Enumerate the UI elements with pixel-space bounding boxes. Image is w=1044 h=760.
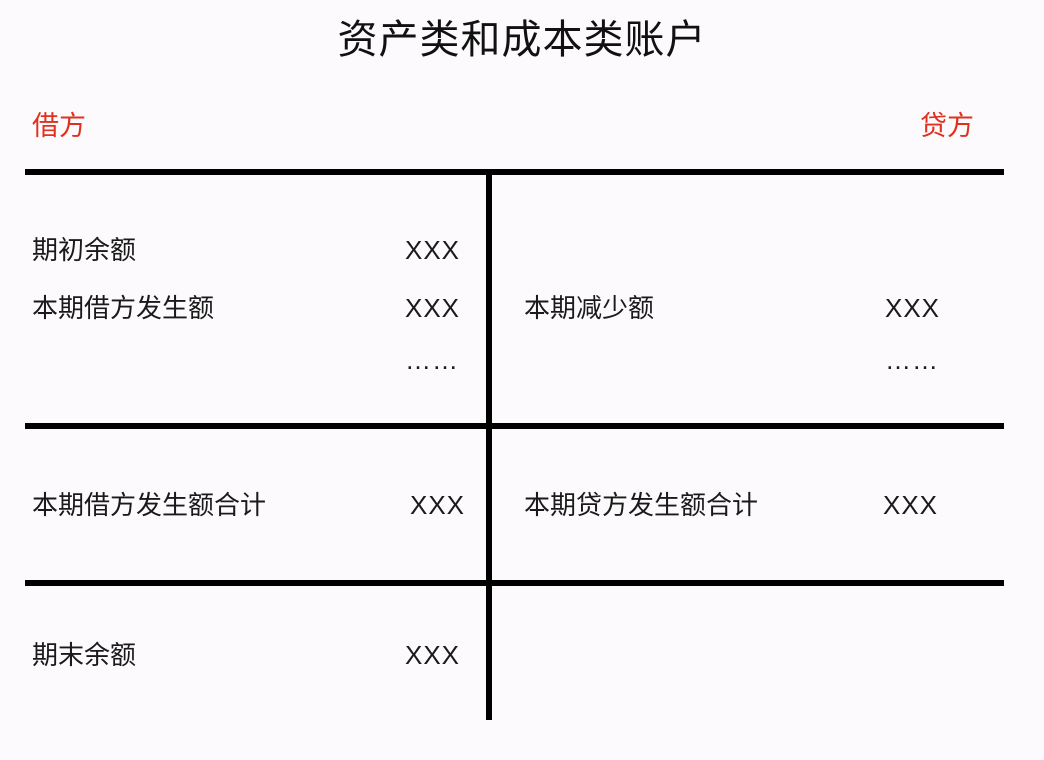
row-opening-balance-amount: XXX — [405, 235, 461, 265]
table-rule-vertical-divider — [486, 169, 492, 720]
column-header-debit: 借方 — [32, 111, 86, 141]
row-credit-decrease-label: 本期减少额 — [524, 293, 655, 323]
row-debit-total-label: 本期借方发生额合计 — [32, 490, 267, 520]
table-rule-lower — [25, 580, 1004, 586]
row-opening-balance-label: 期初余额 — [32, 235, 137, 265]
row-credit-total-label: 本期贷方发生额合计 — [524, 490, 759, 520]
row-credit-total-amount: XXX — [883, 490, 939, 520]
row-debit-occurrence-amount: XXX — [405, 293, 461, 323]
column-header-credit: 贷方 — [920, 111, 974, 141]
page-title: 资产类和成本类账户 — [337, 18, 707, 62]
row-debit-total-amount: XXX — [410, 490, 466, 520]
row-ending-balance-amount: XXX — [405, 640, 461, 670]
row-ending-balance-label: 期末余额 — [32, 640, 137, 670]
row-debit-occurrence-label: 本期借方发生额 — [32, 293, 215, 323]
table-rule-top — [25, 169, 1004, 175]
table-rule-middle — [25, 423, 1004, 429]
debit-ellipsis-icon: …… — [405, 345, 459, 375]
credit-ellipsis-icon: …… — [885, 345, 939, 375]
row-credit-decrease-amount: XXX — [885, 293, 941, 323]
